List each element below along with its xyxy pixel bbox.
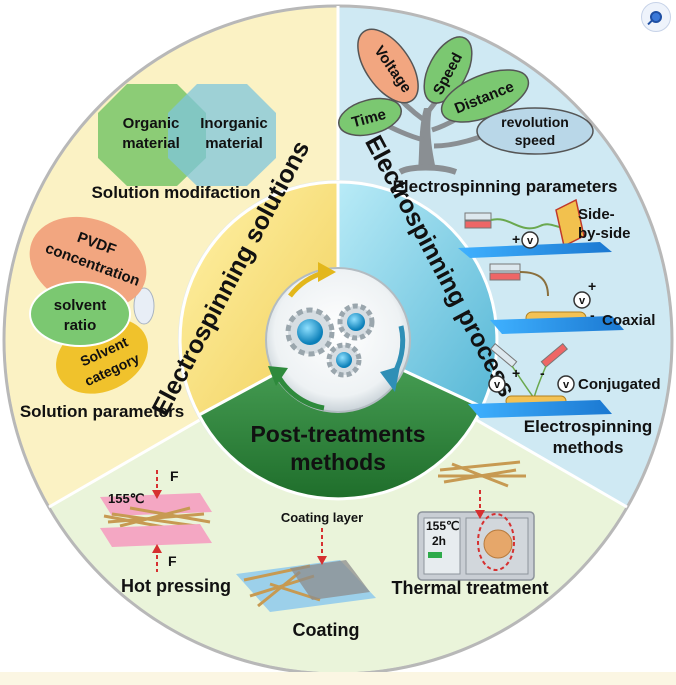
cycle-arrowhead-yellow <box>318 262 336 282</box>
thermal-arrowhead <box>475 510 485 519</box>
inner-sector-post <box>196 338 484 501</box>
thermal-group: 155℃ 2h Thermal treatment <box>391 460 549 598</box>
voltmeter-conjugated-2-label: v <box>563 379 570 391</box>
coating-layer-film <box>290 560 370 600</box>
organic-line1: Organic <box>123 115 180 132</box>
leaf-revolution-line1: revolution <box>501 114 569 130</box>
thermal-caption: Thermal treatment <box>391 578 548 598</box>
side-by-side-line1: Side- <box>578 206 615 223</box>
syringe-1 <box>464 212 492 221</box>
hot-press-temp: 155℃ <box>108 491 144 506</box>
syringe-2 <box>464 220 492 229</box>
syringe-5 <box>489 342 518 368</box>
side-by-side-line2: by-side <box>578 225 631 242</box>
voltmeter-conjugated-2 <box>557 375 575 393</box>
force-label-bottom: F <box>168 553 177 569</box>
oven-temp: 155℃ <box>426 519 460 533</box>
inorganic-octagon <box>168 84 276 186</box>
coating-caption: Coating <box>293 620 360 640</box>
methods-caption-line1: Electrospinning <box>524 417 652 436</box>
bottom-strip <box>0 672 676 685</box>
leaf-time <box>338 97 402 137</box>
voltmeter-side-label: v <box>527 235 534 247</box>
coaxial-label: Coaxial <box>602 312 655 329</box>
syringe-6 <box>540 342 569 368</box>
coating-group: Coating layer Coating <box>236 510 376 640</box>
sector-label-post-line2: methods <box>290 449 386 475</box>
syringe-4 <box>489 272 521 281</box>
parameters-tree-group: Voltage Speed Time Distance revolution s… <box>338 28 618 196</box>
syringe-3 <box>489 263 521 272</box>
parameters-tree-caption: Electrospinning parameters <box>393 177 618 196</box>
cycle-arrowhead-green <box>268 366 288 386</box>
hot-pressing-group: 155℃ F F Hot pressing <box>100 468 231 596</box>
solution-parameters-group: PVDF concentration solvent ratio Solvent… <box>20 216 184 421</box>
plate-conjugated <box>468 400 612 418</box>
oven-sample <box>483 529 513 559</box>
oven-panel <box>423 517 461 575</box>
voltmeter-conjugated-1-label: v <box>494 379 501 391</box>
sector-label-post-line1: Post-treatments <box>250 421 425 447</box>
solvent-ratio-line1: solvent <box>54 297 107 314</box>
oven-time: 2h <box>432 534 446 548</box>
tree-trunk <box>418 108 436 170</box>
hot-pressing-caption: Hot pressing <box>121 576 231 596</box>
solution-parameters-caption: Solution parameters <box>20 402 184 421</box>
method-coaxial: v + - Coaxial <box>489 263 655 334</box>
center-hub <box>265 267 411 413</box>
oven-indicator <box>428 552 442 558</box>
leaf-revolution-line2: speed <box>515 132 555 148</box>
collector-side <box>555 198 585 248</box>
cycle-arrowhead-blue <box>380 366 400 392</box>
methods-group: v + Side- by-side v + - Coaxial v <box>458 198 661 457</box>
minus-coaxial: - <box>590 307 595 323</box>
plate-coaxial <box>490 316 624 334</box>
solvent-ratio-line2: ratio <box>64 317 97 334</box>
tree-roots <box>398 164 458 175</box>
magnifier-icon[interactable] <box>641 2 671 32</box>
method-conjugated: v v + - Conjugated <box>468 342 661 418</box>
conjugated-label: Conjugated <box>578 376 661 393</box>
solution-modification-group: Organic material Inorganic material Solu… <box>91 84 276 202</box>
coating-layer-label: Coating layer <box>281 510 363 525</box>
method-side-by-side: v + Side- by-side <box>458 198 631 258</box>
leaf-voltage <box>357 28 419 104</box>
oven-sample-highlight <box>477 513 515 571</box>
methods-caption-line2: methods <box>553 438 624 457</box>
plus-coaxial: + <box>588 278 596 294</box>
voltmeter-coaxial-label: v <box>579 295 586 307</box>
force-arrowhead-top <box>152 490 162 499</box>
voltmeter-coaxial <box>573 291 591 309</box>
voltmeter-conjugated-1 <box>488 375 506 393</box>
force-arrowhead-bottom <box>152 544 162 553</box>
inorganic-line1: Inorganic <box>200 115 268 132</box>
voltmeter-side <box>521 231 539 249</box>
fiber-mat-thermal <box>438 460 526 488</box>
force-label-top: F <box>170 468 179 484</box>
inorganic-line2: material <box>205 135 263 152</box>
gears-icon <box>285 303 375 378</box>
solvent-ratio-bubble <box>29 281 131 347</box>
hot-press-bottom-plate <box>100 524 212 547</box>
coating-arrowhead <box>317 556 327 565</box>
jet-coaxial <box>519 271 549 297</box>
plus-side: + <box>512 231 520 247</box>
plate-side <box>458 242 612 258</box>
organic-line2: material <box>122 135 180 152</box>
param-small-bubble <box>133 287 155 325</box>
leaf-revolution <box>476 107 594 155</box>
minus-conjugated: - <box>540 365 545 381</box>
plus-conjugated: + <box>512 365 520 381</box>
solution-modification-caption: Solution modifaction <box>91 183 260 202</box>
